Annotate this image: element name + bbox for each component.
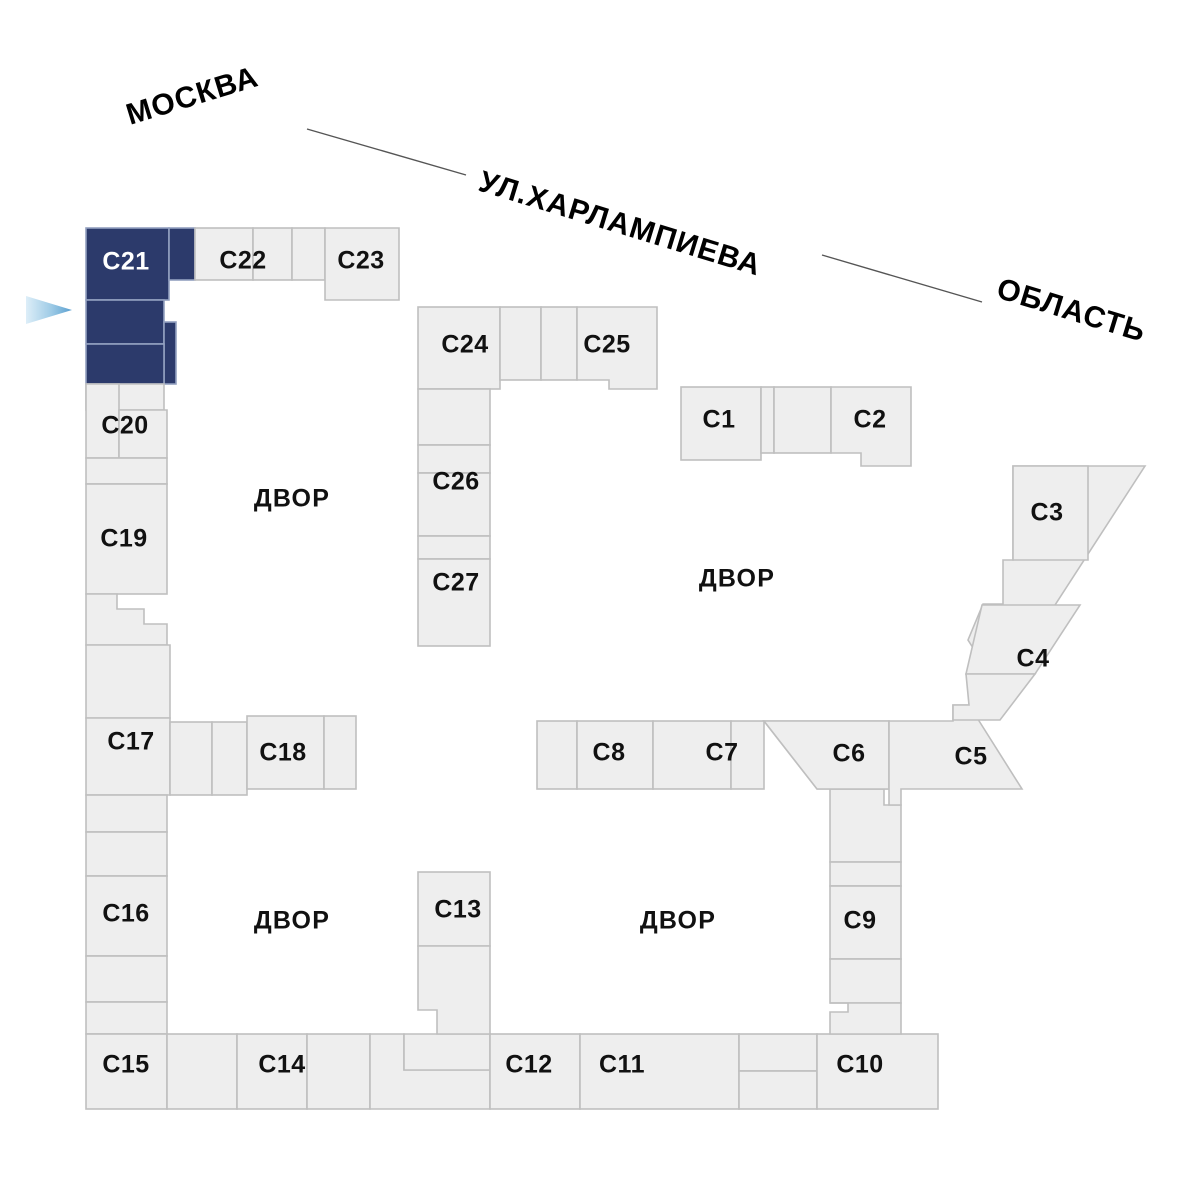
section-label-C5: C5	[955, 743, 988, 771]
section-label-C16: C16	[102, 900, 149, 928]
section-label-C2: C2	[854, 406, 887, 434]
section-C19-b[interactable]	[85, 593, 168, 646]
section-C13-b[interactable]	[417, 945, 491, 1035]
section-label-C1: C1	[703, 406, 736, 434]
section-C23[interactable]	[324, 227, 400, 301]
section-C26-b[interactable]	[417, 444, 491, 474]
section-C25-a[interactable]	[540, 306, 578, 381]
section-C21-a[interactable]	[85, 227, 170, 301]
leader-line-left	[306, 128, 467, 176]
section-C2-a[interactable]	[773, 386, 832, 454]
section-label-C20: C20	[101, 412, 148, 440]
section-label-C4: C4	[1017, 645, 1050, 673]
section-label-C7: C7	[706, 739, 739, 767]
street-label-oblast: ОБЛАСТЬ	[993, 272, 1150, 349]
section-C8-b[interactable]	[576, 720, 654, 790]
section-label-C6: C6	[833, 740, 866, 768]
section-C22-b[interactable]	[252, 227, 293, 281]
yard-label-ne: ДВОР	[699, 565, 775, 593]
section-C22-c[interactable]	[291, 227, 326, 281]
section-C25-b[interactable]	[576, 306, 658, 390]
section-C14-b[interactable]	[306, 1033, 371, 1110]
section-C17-c[interactable]	[169, 721, 213, 796]
section-C6-main[interactable]	[762, 720, 890, 790]
section-C17-a[interactable]	[85, 644, 171, 719]
section-C16-a[interactable]	[85, 794, 168, 833]
entrance-arrow-icon	[26, 296, 72, 324]
section-label-C13: C13	[434, 896, 481, 924]
section-C20-d[interactable]	[85, 457, 168, 485]
section-C16-b[interactable]	[85, 831, 168, 877]
section-C1-a[interactable]	[680, 386, 762, 461]
section-C9-b[interactable]	[829, 861, 902, 887]
section-C19-a[interactable]	[85, 483, 168, 595]
section-C16-d[interactable]	[85, 955, 168, 1003]
section-C8-a[interactable]	[536, 720, 578, 790]
section-C9-e[interactable]	[829, 1002, 902, 1035]
section-C12-b[interactable]	[403, 1033, 491, 1071]
leader-line-right	[821, 254, 983, 303]
section-C12-c[interactable]	[489, 1033, 581, 1110]
section-C11-c[interactable]	[738, 1070, 818, 1110]
section-C9-d[interactable]	[829, 958, 902, 1004]
section-label-C12: C12	[505, 1051, 552, 1079]
section-C26-c[interactable]	[417, 472, 491, 537]
section-label-C26: C26	[432, 468, 479, 496]
yard-label-sw: ДВОР	[254, 907, 330, 935]
section-C15-b[interactable]	[166, 1033, 238, 1110]
section-C27-b[interactable]	[417, 558, 491, 647]
section-C16-c[interactable]	[85, 875, 168, 957]
section-label-C3: C3	[1031, 499, 1064, 527]
section-label-C25: C25	[583, 331, 630, 359]
section-C4-lower[interactable]	[952, 673, 1037, 721]
section-C17-d[interactable]	[211, 721, 248, 796]
section-label-C24: C24	[441, 331, 488, 359]
section-label-C11: C11	[599, 1051, 645, 1079]
section-C21-d[interactable]	[163, 321, 177, 385]
section-C18-b[interactable]	[323, 715, 357, 790]
section-label-C19: C19	[100, 525, 147, 553]
yard-label-nw: ДВОР	[254, 485, 330, 513]
section-C1-b[interactable]	[760, 386, 775, 454]
section-labels: C21 C22 C23 C20 C19 C17 C18 C16 C15 C14 …	[100, 247, 1063, 1079]
yard-label-se: ДВОР	[640, 907, 716, 935]
street-labels: МОСКВА УЛ.ХАРЛАМПИЕВА ОБЛАСТЬ	[122, 60, 1149, 348]
section-label-C18: C18	[259, 739, 306, 767]
section-C3[interactable]	[1012, 465, 1089, 561]
section-C26-a[interactable]	[417, 388, 491, 446]
section-label-C22: C22	[219, 247, 266, 275]
section-C10[interactable]	[816, 1033, 939, 1110]
section-C11-b[interactable]	[738, 1033, 818, 1072]
section-label-C17: C17	[107, 728, 154, 756]
section-C21-c[interactable]	[85, 299, 165, 345]
section-label-C9: C9	[844, 907, 877, 935]
section-C16-e[interactable]	[85, 1001, 168, 1035]
section-C27-a[interactable]	[417, 535, 491, 560]
section-C21-b[interactable]	[168, 227, 196, 281]
section-C24-b[interactable]	[499, 306, 542, 381]
section-C11-a[interactable]	[579, 1033, 740, 1110]
section-C7-b[interactable]	[730, 720, 765, 790]
yard-labels: ДВОР ДВОР ДВОР ДВОР	[254, 485, 775, 935]
section-C9-c[interactable]	[829, 885, 902, 960]
section-C22-a[interactable]	[194, 227, 254, 281]
section-C2-b[interactable]	[830, 386, 912, 467]
section-C21-e[interactable]	[85, 343, 165, 385]
section-label-C21: C21	[102, 248, 149, 276]
street-label-moskva: МОСКВА	[122, 60, 262, 131]
section-label-C23: C23	[337, 247, 384, 275]
section-group-C21[interactable]	[85, 227, 196, 385]
section-C18-a[interactable]	[246, 715, 325, 790]
section-C15-a[interactable]	[85, 1033, 168, 1110]
section-label-C8: C8	[593, 739, 626, 767]
section-label-C14: C14	[258, 1051, 305, 1079]
street-label-kharlampieva: УЛ.ХАРЛАМПИЕВА	[475, 165, 765, 282]
section-C7-a[interactable]	[652, 720, 732, 790]
section-label-C27: C27	[432, 569, 479, 597]
section-label-C10: C10	[836, 1051, 883, 1079]
section-label-C15: C15	[102, 1051, 149, 1079]
